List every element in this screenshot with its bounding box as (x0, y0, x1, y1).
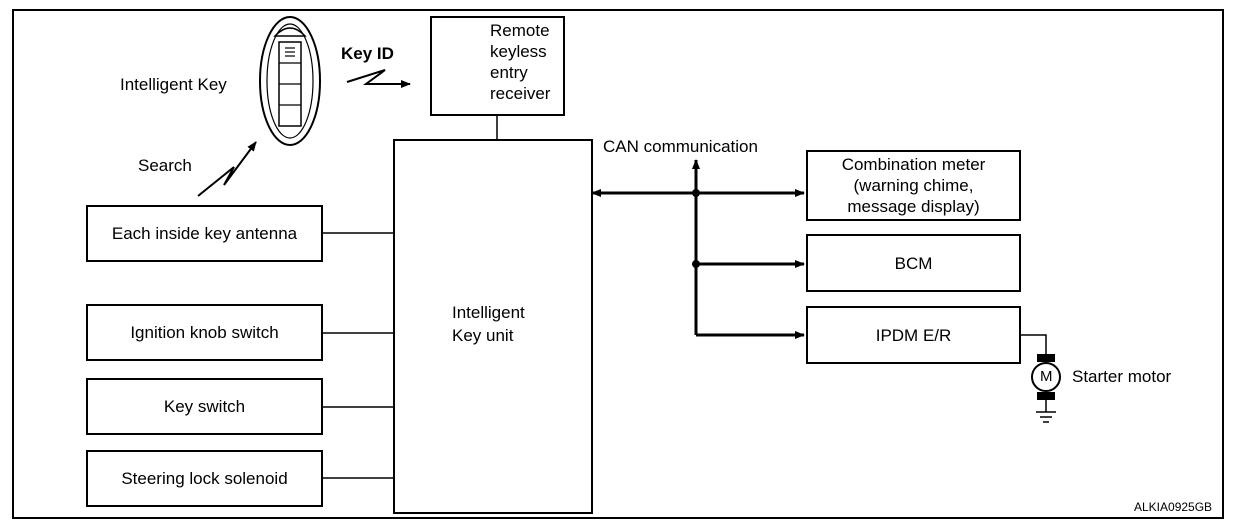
meter-line-2: (warning chime, (853, 176, 974, 195)
intelligent-key-label: Intelligent Key (120, 75, 227, 94)
meter-line-3: message display) (847, 197, 980, 216)
starter-motor-circuit (1020, 334, 1061, 423)
search-wave-icon (197, 141, 257, 197)
remote-keyless-entry-receiver-box: Remote keyless entry receiver (430, 16, 565, 116)
outer-border (12, 9, 1224, 519)
key-id-label: Key ID (341, 44, 394, 63)
motor-symbol-label: M (1040, 368, 1053, 385)
meter-line-1: Combination meter (841, 155, 986, 174)
key-unit-line-1: Intelligent (452, 303, 525, 322)
search-label: Search (138, 156, 192, 175)
can-communication-label: CAN communication (603, 137, 758, 156)
receiver-line-2: keyless (490, 42, 547, 61)
intelligent-key-fob-icon (259, 16, 321, 146)
starter-motor-label: Starter motor (1072, 367, 1172, 386)
key-id-wave-icon (346, 69, 411, 88)
receiver-line-3: entry (490, 63, 528, 82)
can-bus (591, 159, 805, 339)
diagram-code: ALKIA0925GB (1134, 500, 1213, 514)
each-inside-key-antenna-box: Each inside key antenna (86, 205, 323, 262)
receiver-line-4: receiver (490, 84, 551, 103)
bcm-box: BCM (806, 234, 1021, 292)
steering-lock-solenoid-box: Steering lock solenoid (86, 450, 323, 507)
ipdm-er-box: IPDM E/R (806, 306, 1021, 364)
key-unit-line-2: Key unit (452, 326, 514, 345)
key-switch-box: Key switch (86, 378, 323, 435)
combination-meter-box: Combination meter (warning chime, messag… (806, 150, 1021, 221)
receiver-line-1: Remote (490, 21, 550, 40)
intelligent-key-unit-box: Intelligent Key unit (393, 139, 593, 514)
ignition-knob-switch-box: Ignition knob switch (86, 304, 323, 361)
